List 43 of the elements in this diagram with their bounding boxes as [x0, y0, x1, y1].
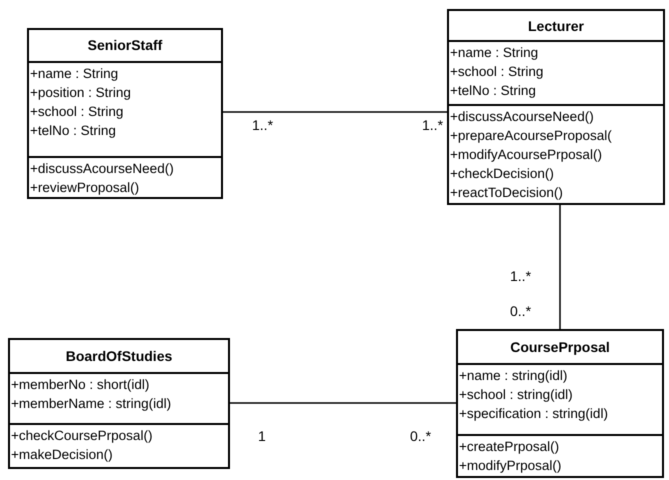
operation-text: +makeDecision()	[11, 446, 114, 464]
attribute-text: +telNo : String	[450, 82, 537, 100]
association-line	[559, 205, 561, 329]
operation-text: +modifyAcoursePrposal()	[450, 146, 603, 164]
multiplicity-label: 0..*	[510, 303, 532, 319]
class-name: CoursePrposal	[510, 339, 610, 355]
operation-text: +checkCoursePrposal()	[11, 427, 154, 445]
attribute-text: +school : string(idl)	[459, 386, 574, 404]
operation-compartment	[29, 156, 221, 197]
attribute-text: +name : String	[450, 44, 540, 62]
class-box	[27, 28, 223, 199]
class-box	[447, 9, 665, 205]
association-line	[223, 111, 447, 113]
operation-text: +modifyPrposal()	[459, 457, 562, 475]
multiplicity-label: 0..*	[410, 428, 432, 444]
operation-text: +createPrposal()	[459, 438, 560, 456]
multiplicity-label: 1..*	[422, 117, 444, 133]
attribute-text: +name : String	[30, 64, 120, 83]
operation-compartment	[458, 434, 662, 476]
attribute-text: +telNo : String	[30, 122, 117, 140]
attribute-text: +name : string(idl)	[459, 367, 568, 385]
operation-text: +reactToDecision()	[450, 184, 564, 202]
multiplicity-label: 1..*	[510, 268, 532, 284]
operation-text: +checkDecision()	[450, 165, 555, 183]
operation-text: +reviewProposal()	[30, 179, 140, 197]
operation-text: +discussAcourseNeed()	[30, 160, 175, 178]
operation-text: +prepareAcourseProposal(	[450, 127, 613, 145]
class-name: SeniorStaff	[88, 37, 162, 54]
multiplicity-label: 1	[258, 428, 266, 444]
attribute-text: +school : String	[450, 63, 544, 81]
class-name: BoardOfStudies	[66, 348, 172, 364]
attribute-text: +school : String	[30, 102, 124, 121]
attribute-text: +position : String	[30, 84, 132, 102]
operation-compartment	[449, 104, 663, 203]
multiplicity-label: 1..*	[252, 117, 274, 133]
attribute-text: +memberNo : short(idl)	[11, 376, 150, 394]
attribute-text: +specification : string(idl)	[459, 405, 609, 423]
attribute-text: +memberName : string(idl)	[11, 395, 172, 413]
class-box	[456, 329, 664, 478]
operation-text: +discussAcourseNeed()	[450, 108, 595, 126]
class-box	[8, 338, 230, 469]
association-line	[230, 402, 456, 404]
class-name: Lecturer	[528, 18, 584, 34]
